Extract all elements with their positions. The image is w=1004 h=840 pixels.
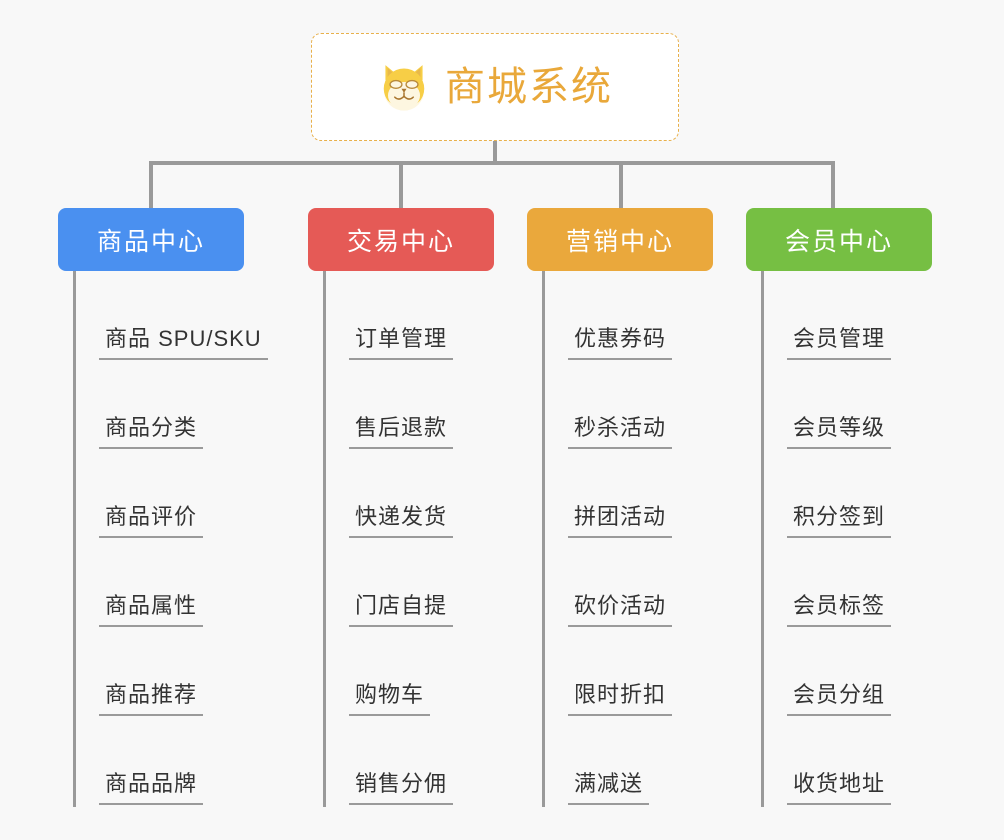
leaf-item[interactable]: 订单管理 [323, 271, 454, 360]
category-header-trade-center[interactable]: 交易中心 [308, 208, 494, 271]
category-header-product-center[interactable]: 商品中心 [58, 208, 244, 271]
leaf-item[interactable]: 门店自提 [323, 538, 454, 627]
leaf-item[interactable]: 限时折扣 [542, 627, 673, 716]
leaf-item-label: 会员管理 [787, 325, 892, 360]
leaf-item[interactable]: 快递发货 [323, 449, 454, 538]
leaf-item[interactable]: 秒杀活动 [542, 360, 673, 449]
category-column-product-center: 商品中心 商品 SPU/SKU 商品分类 商品评价 商品属性 商品推荐 商品品牌 [58, 208, 268, 807]
leaf-item-label: 商品评价 [99, 503, 204, 538]
leaf-item-label: 会员等级 [787, 414, 892, 449]
category-header-label: 商品中心 [96, 227, 205, 256]
leaf-rail-product-center [73, 271, 76, 807]
leaf-item-label: 订单管理 [349, 325, 454, 360]
leaf-item-label: 收货地址 [787, 770, 892, 805]
leaf-item-label: 积分签到 [787, 503, 892, 538]
leaf-item-label: 限时折扣 [568, 681, 673, 716]
leaf-list-trade-center: 订单管理 售后退款 快递发货 门店自提 购物车 销售分佣 [323, 271, 454, 805]
category-column-marketing-center: 营销中心 优惠券码 秒杀活动 拼团活动 砍价活动 限时折扣 满减送 [527, 208, 713, 807]
leaf-item[interactable]: 商品评价 [73, 449, 268, 538]
leaf-item-label: 商品 SPU/SKU [99, 325, 268, 360]
leaf-item[interactable]: 商品分类 [73, 360, 268, 449]
leaf-item-label: 商品属性 [99, 592, 204, 627]
leaf-item[interactable]: 会员管理 [761, 271, 892, 360]
leaf-rail-marketing-center [542, 271, 545, 807]
category-column-member-center: 会员中心 会员管理 会员等级 积分签到 会员标签 会员分组 收货地址 [746, 208, 932, 807]
leaf-item[interactable]: 砍价活动 [542, 538, 673, 627]
leaf-item[interactable]: 拼团活动 [542, 449, 673, 538]
category-header-marketing-center[interactable]: 营销中心 [527, 208, 713, 271]
leaf-item-label: 会员标签 [787, 592, 892, 627]
leaf-item[interactable]: 满减送 [542, 716, 672, 805]
connector-horizontal-bar [149, 161, 835, 165]
leaf-rail-trade-center [323, 271, 326, 807]
leaf-item[interactable]: 商品 SPU/SKU [73, 271, 268, 360]
root-title: 商城系统 [445, 65, 613, 109]
leaf-item[interactable]: 商品属性 [73, 538, 268, 627]
leaf-item-label: 拼团活动 [568, 503, 673, 538]
shiba-dog-face-icon [377, 60, 431, 114]
leaf-item[interactable]: 会员分组 [761, 627, 892, 716]
connector-root-stem [493, 141, 497, 163]
category-column-trade-center: 交易中心 订单管理 售后退款 快递发货 门店自提 购物车 销售分佣 [308, 208, 494, 807]
connector-drop-3 [619, 163, 623, 209]
leaf-item[interactable]: 积分签到 [761, 449, 892, 538]
root-node[interactable]: 商城系统 [311, 33, 679, 141]
leaf-item-label: 快递发货 [349, 503, 454, 538]
category-header-label: 会员中心 [784, 227, 893, 256]
leaf-rail-member-center [761, 271, 764, 807]
leaf-item[interactable]: 会员等级 [761, 360, 892, 449]
category-header-member-center[interactable]: 会员中心 [746, 208, 932, 271]
leaf-item[interactable]: 售后退款 [323, 360, 454, 449]
leaf-item[interactable]: 会员标签 [761, 538, 892, 627]
leaf-item[interactable]: 购物车 [323, 627, 453, 716]
leaf-item-label: 商品分类 [99, 414, 204, 449]
leaf-item-label: 会员分组 [787, 681, 892, 716]
leaf-item[interactable]: 商品品牌 [73, 716, 268, 805]
connector-drop-1 [149, 163, 153, 209]
leaf-item[interactable]: 销售分佣 [323, 716, 454, 805]
leaf-item-label: 售后退款 [349, 414, 454, 449]
connector-drop-4 [831, 163, 835, 209]
leaf-item-label: 商品品牌 [99, 770, 204, 805]
leaf-list-product-center: 商品 SPU/SKU 商品分类 商品评价 商品属性 商品推荐 商品品牌 [73, 271, 268, 805]
connector-drop-2 [399, 163, 403, 209]
leaf-item-label: 门店自提 [349, 592, 454, 627]
category-header-label: 交易中心 [346, 227, 455, 256]
leaf-item-label: 秒杀活动 [568, 414, 673, 449]
category-header-label: 营销中心 [565, 227, 674, 256]
leaf-item-label: 满减送 [568, 770, 650, 805]
leaf-item[interactable]: 优惠券码 [542, 271, 673, 360]
leaf-item-label: 优惠券码 [568, 325, 673, 360]
leaf-item[interactable]: 商品推荐 [73, 627, 268, 716]
leaf-item-label: 商品推荐 [99, 681, 204, 716]
leaf-item-label: 砍价活动 [568, 592, 673, 627]
leaf-item[interactable]: 收货地址 [761, 716, 892, 805]
leaf-list-marketing-center: 优惠券码 秒杀活动 拼团活动 砍价活动 限时折扣 满减送 [542, 271, 673, 805]
leaf-item-label: 销售分佣 [349, 770, 454, 805]
leaf-item-label: 购物车 [349, 681, 431, 716]
leaf-list-member-center: 会员管理 会员等级 积分签到 会员标签 会员分组 收货地址 [761, 271, 892, 805]
